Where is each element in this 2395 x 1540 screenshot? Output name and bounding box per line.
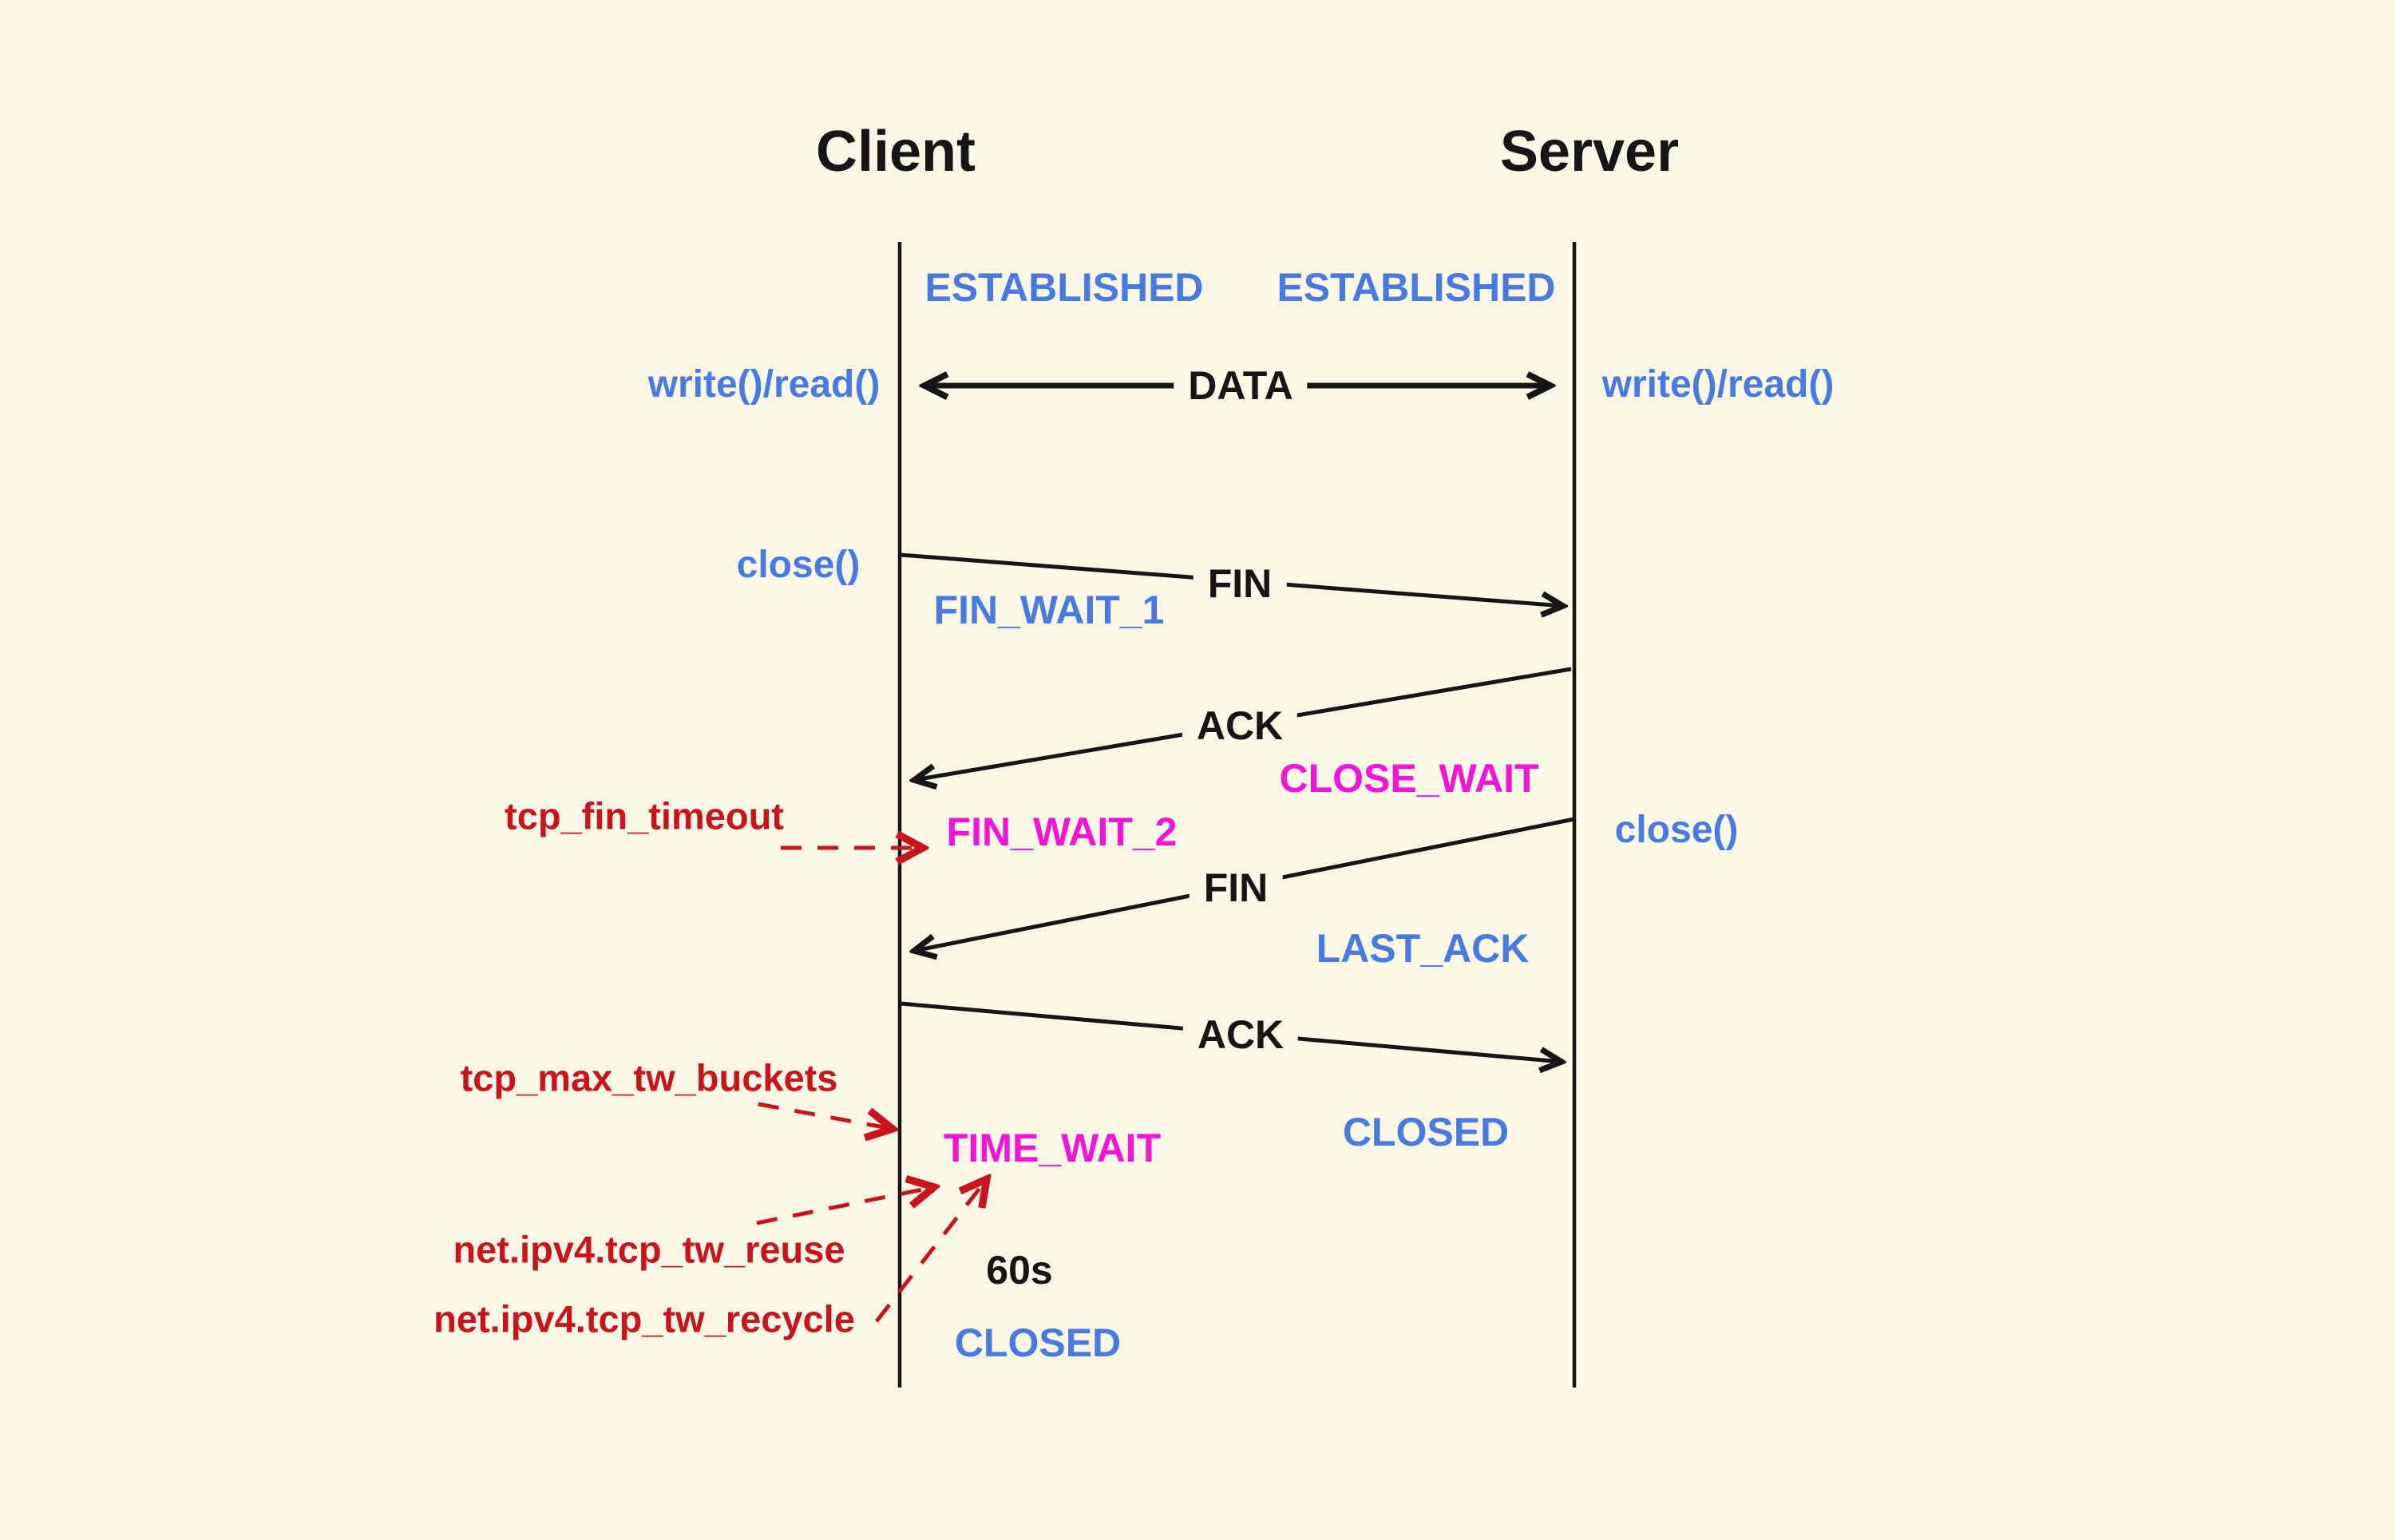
tcp-fin-timeout-label: tcp_fin_timeout	[505, 794, 784, 837]
client-write-read-call: write()/read()	[647, 363, 881, 406]
ack1-message-label: ACK	[1182, 704, 1298, 747]
fin1-message-label: FIN	[1193, 562, 1287, 605]
server-title: Server	[1499, 120, 1680, 184]
server-established-state: ESTABLISHED	[1277, 265, 1556, 310]
client-title: Client	[815, 120, 976, 184]
server-close-wait-state: CLOSE_WAIT	[1279, 756, 1539, 801]
tcp-max-tw-buckets-label: tcp_max_tw_buckets	[460, 1056, 838, 1099]
server-closed-state: CLOSED	[1342, 1110, 1510, 1154]
ack2-message-label: ACK	[1182, 1013, 1299, 1056]
client-close-call: close()	[736, 544, 861, 586]
server-close-call: close()	[1614, 809, 1739, 851]
client-fin-wait-1-state: FIN_WAIT_1	[933, 588, 1165, 632]
data-message-label: DATA	[1174, 364, 1308, 407]
client-time-wait-state: TIME_WAIT	[943, 1126, 1162, 1170]
tcp-tw-recycle-arrow	[875, 1179, 987, 1323]
server-last-ack-state: LAST_ACK	[1316, 926, 1530, 971]
tcp-max-tw-buckets-arrow	[758, 1102, 893, 1129]
server-write-read-call: write()/read()	[1601, 363, 1835, 406]
tcp-tw-reuse-arrow	[756, 1187, 934, 1225]
client-fin-wait-2-state: FIN_WAIT_2	[946, 810, 1178, 854]
time-wait-duration: 60s	[986, 1248, 1053, 1293]
tcp-tw-recycle-label: net.ipv4.tcp_tw_recycle	[433, 1297, 855, 1340]
tcp-tw-reuse-label: net.ipv4.tcp_tw_reuse	[453, 1228, 845, 1271]
client-established-state: ESTABLISHED	[924, 265, 1204, 310]
client-closed-state: CLOSED	[954, 1320, 1122, 1365]
fin2-message-label: FIN	[1189, 866, 1283, 909]
